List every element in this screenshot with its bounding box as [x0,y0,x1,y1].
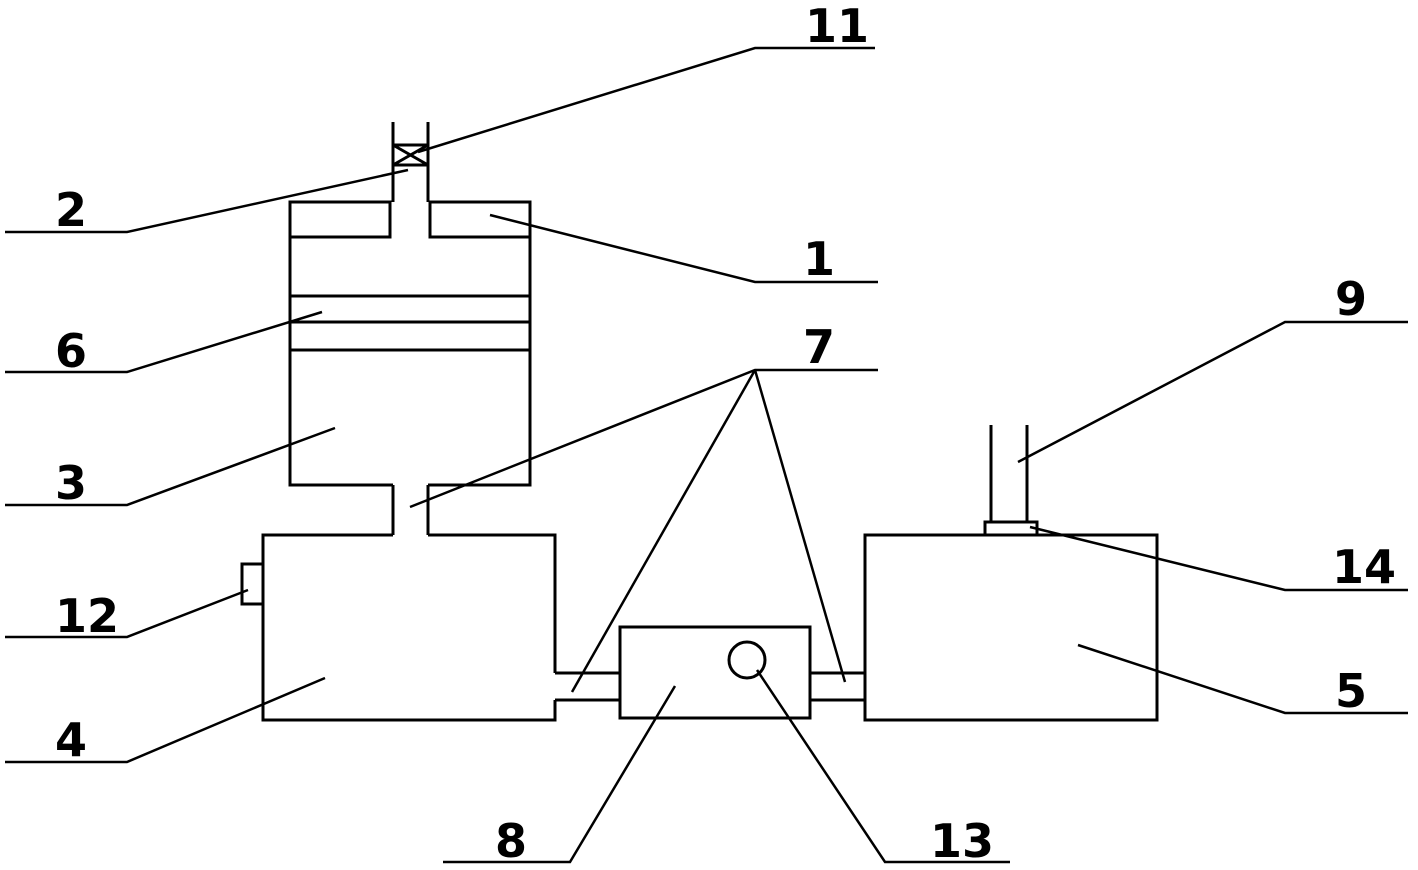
leader-1 [489,213,878,284]
leader-8 [443,685,677,864]
side-fitting [240,562,265,606]
lower-left-tank [261,533,557,722]
leader-12 [5,588,249,639]
label-4: 4 [55,713,87,767]
leader-7c [753,369,847,683]
part-number-labels: 11 2 1 9 6 7 3 14 12 5 4 8 13 [55,0,1396,868]
top-valve [391,143,430,167]
label-2: 2 [55,183,87,237]
leader-13 [755,669,1010,864]
piston-plate [290,294,530,352]
label-14: 14 [1332,540,1396,594]
label-1: 1 [803,232,835,286]
gauge-circle [727,640,767,680]
leader-5 [1077,643,1408,715]
label-11: 11 [805,0,869,53]
label-7: 7 [803,320,835,374]
label-3: 3 [55,456,87,510]
vent-pipe [989,425,1029,522]
leader-6 [5,310,323,374]
leader-11 [417,46,875,154]
leader-14 [1029,525,1408,592]
right-connecting-pipe [810,671,865,702]
label-6: 6 [55,324,87,378]
left-connecting-pipe [555,671,620,702]
right-tank [863,533,1159,722]
leader-2 [5,168,409,234]
leader-4 [5,676,326,764]
leader-lines [5,46,1408,864]
label-9: 9 [1335,272,1367,326]
upper-vessel [288,200,532,487]
leader-7b [570,369,757,693]
label-13: 13 [930,814,994,868]
vent-fitting [983,520,1039,537]
leader-3 [5,426,336,507]
pump-box [618,625,812,720]
label-5: 5 [1335,664,1367,718]
leader-9 [1017,320,1408,464]
label-12: 12 [55,589,119,643]
connecting-neck [391,485,430,535]
label-8: 8 [495,814,527,868]
